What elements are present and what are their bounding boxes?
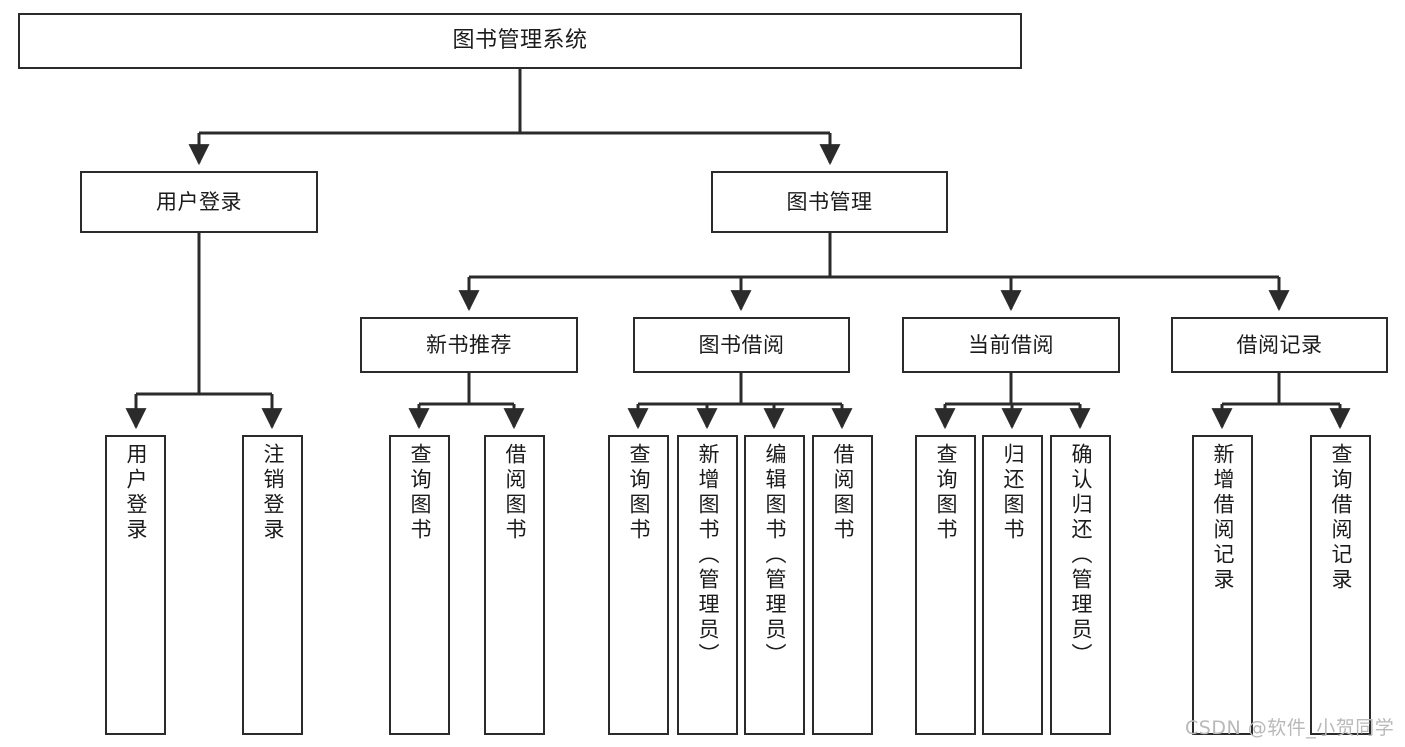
leaf-confirm-return[interactable]: 确认归还（管理员）: [1050, 435, 1111, 735]
node-user-login-label: 用户登录: [156, 189, 242, 214]
leaf-borrow-book-2-label: 借阅图书: [831, 443, 855, 543]
leaf-return-book[interactable]: 归还图书: [982, 435, 1043, 735]
leaf-edit-book-label: 编辑图书（管理员）: [763, 443, 787, 668]
leaf-edit-book[interactable]: 编辑图书（管理员）: [744, 435, 805, 735]
leaf-user-login-label: 用户登录: [124, 443, 148, 543]
leaf-query-book-3[interactable]: 查询图书: [915, 435, 976, 735]
node-root[interactable]: 图书管理系统: [18, 13, 1022, 69]
node-root-label: 图书管理系统: [452, 28, 588, 54]
watermark: CSDN @软件_小贺同学: [1185, 717, 1395, 739]
leaf-user-logout-label: 注销登录: [261, 443, 285, 543]
node-current-borrow-label: 当前借阅: [968, 332, 1054, 357]
node-book-manage-label: 图书管理: [786, 189, 873, 214]
leaf-add-book-label: 新增图书（管理员）: [696, 443, 720, 668]
leaf-add-book[interactable]: 新增图书（管理员）: [677, 435, 738, 735]
node-new-book-rec-label: 新书推荐: [426, 332, 512, 357]
leaf-user-logout[interactable]: 注销登录: [242, 435, 303, 735]
node-borrow-record-label: 借阅记录: [1236, 332, 1323, 357]
node-user-login[interactable]: 用户登录: [80, 171, 318, 233]
leaf-return-book-label: 归还图书: [1001, 443, 1025, 543]
leaf-borrow-book-1-label: 借阅图书: [503, 443, 527, 543]
node-new-book-rec[interactable]: 新书推荐: [360, 317, 578, 373]
node-current-borrow[interactable]: 当前借阅: [902, 317, 1120, 373]
node-borrow-record[interactable]: 借阅记录: [1171, 317, 1388, 373]
leaf-query-book-2[interactable]: 查询图书: [608, 435, 669, 735]
node-book-manage[interactable]: 图书管理: [711, 171, 948, 233]
leaf-query-book-1[interactable]: 查询图书: [389, 435, 450, 735]
leaf-query-record-label: 查询借阅记录: [1329, 443, 1353, 593]
node-book-borrow[interactable]: 图书借阅: [633, 317, 850, 373]
leaf-add-record[interactable]: 新增借阅记录: [1192, 435, 1253, 735]
node-book-borrow-label: 图书借阅: [698, 332, 785, 357]
leaf-query-book-3-label: 查询图书: [934, 443, 958, 543]
leaf-borrow-book-2[interactable]: 借阅图书: [812, 435, 873, 735]
leaf-borrow-book-1[interactable]: 借阅图书: [484, 435, 545, 735]
leaf-confirm-return-label: 确认归还（管理员）: [1069, 443, 1093, 668]
leaf-add-record-label: 新增借阅记录: [1211, 443, 1235, 593]
leaf-query-book-1-label: 查询图书: [408, 443, 432, 543]
leaf-query-book-2-label: 查询图书: [627, 443, 651, 543]
leaf-user-login[interactable]: 用户登录: [105, 435, 166, 735]
leaf-query-record[interactable]: 查询借阅记录: [1310, 435, 1371, 735]
